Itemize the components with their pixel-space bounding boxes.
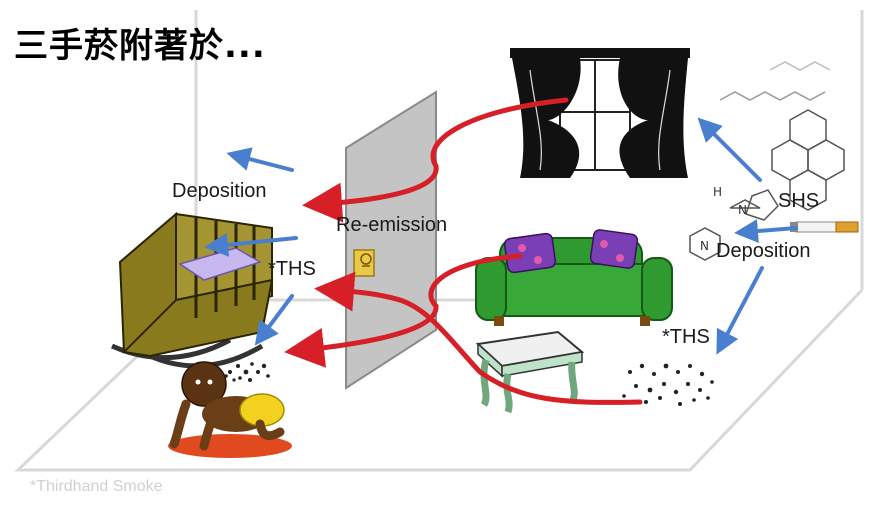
baby: [168, 361, 292, 458]
label-re-emission: Re-emission: [336, 214, 448, 236]
red-arrows: [284, 97, 643, 405]
blue-arrow-top-left: [226, 147, 294, 172]
blue-arrow-floor-right: [716, 266, 764, 355]
footnote: *Thirdhand Smoke: [30, 478, 163, 495]
chem-atom-h: H: [713, 185, 722, 199]
red-arrow-table: [314, 271, 643, 405]
blue-arrows: [204, 117, 798, 355]
particles-right: [622, 363, 714, 406]
red-arrow-sofa: [284, 253, 523, 368]
crib: [110, 211, 274, 369]
red-arrow-curtain: [302, 97, 569, 223]
chem-atom-n2: N: [700, 239, 709, 253]
wall-outlet: [353, 249, 375, 277]
label-ths-right: *THS: [662, 326, 710, 348]
blue-arrow-floor-left: [254, 294, 294, 346]
blue-arrow-cigarette: [734, 219, 798, 244]
cigarette: [790, 221, 859, 233]
curtain-window: [510, 48, 690, 178]
blue-arrow-window: [697, 117, 762, 182]
chem-atom-n1: N: [738, 203, 747, 217]
label-ths-left: *THS: [268, 258, 316, 280]
label-deposition-left: Deposition: [172, 180, 267, 202]
page-title: 三手菸附著於...: [14, 26, 266, 66]
blue-arrow-crib: [204, 232, 298, 257]
label-shs: SHS: [778, 190, 820, 212]
sofa: [475, 229, 673, 326]
label-deposition-right: Deposition: [716, 240, 811, 262]
particles-left: [224, 362, 270, 382]
chemical-structures: [689, 61, 845, 261]
